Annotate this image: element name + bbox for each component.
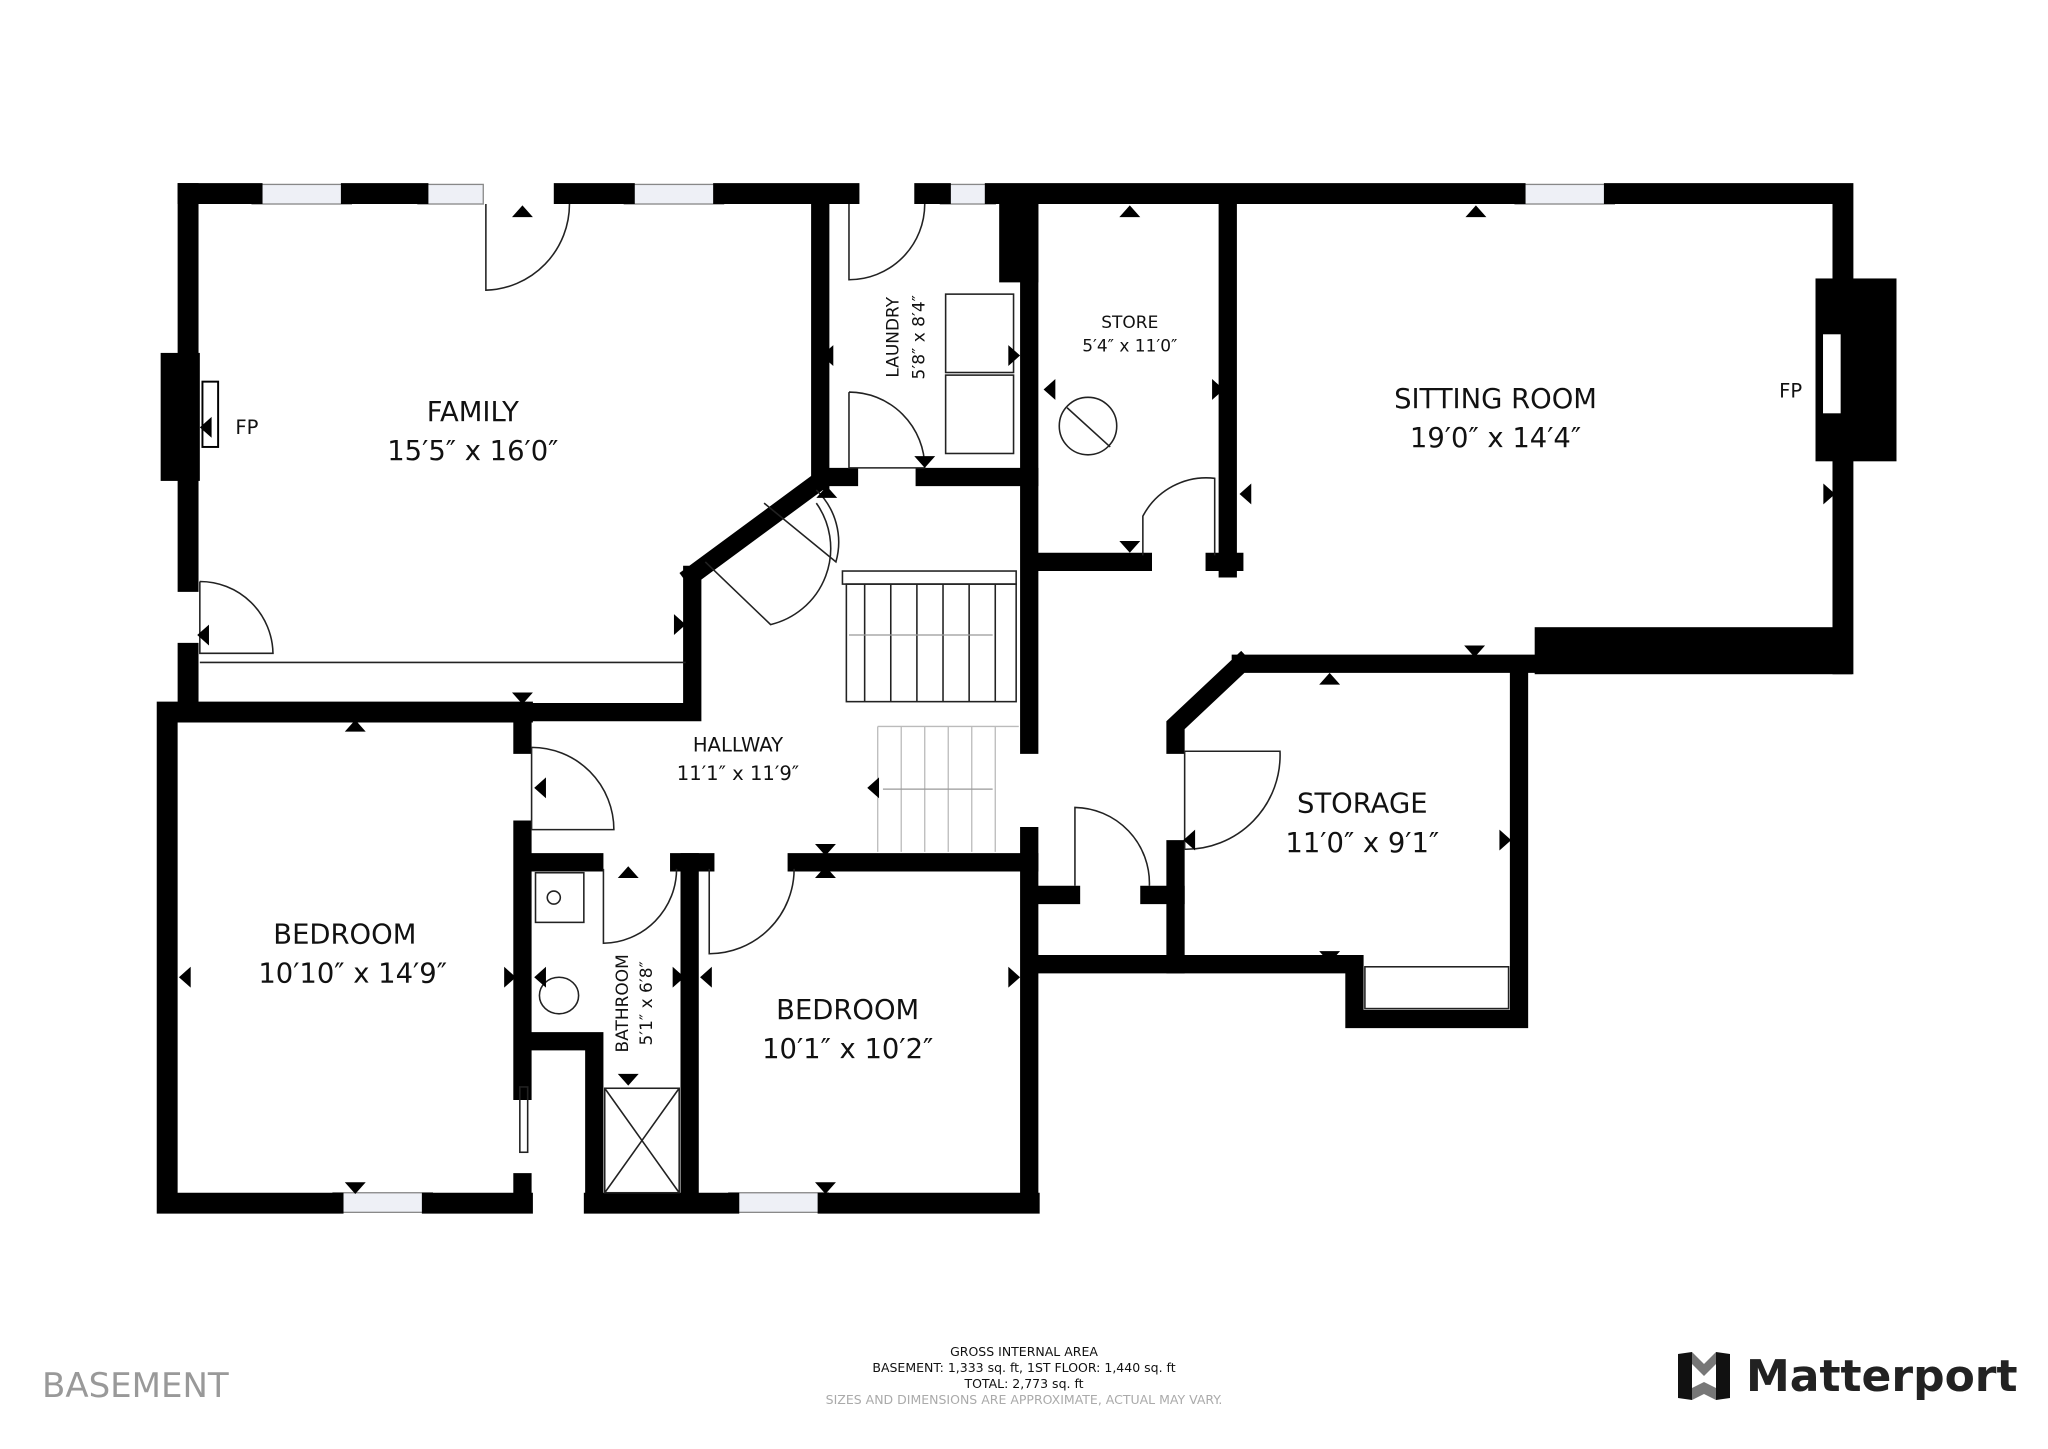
floor-name: BASEMENT — [42, 1366, 229, 1406]
room-name-bedroom-2: BEDROOM — [776, 995, 919, 1026]
stairs-lower — [877, 725, 1019, 852]
room-size-sitting: 19′0″ x 14′4″ — [1410, 423, 1581, 454]
fixtures — [199, 204, 1510, 1194]
brand-name: Matterport — [1746, 1350, 2018, 1402]
disclaimer: SIZES AND DIMENSIONS ARE APPROXIMATE, AC… — [825, 1392, 1223, 1407]
room-name-laundry: LAUNDRY — [884, 296, 904, 377]
room-name-family: FAMILY — [427, 397, 519, 428]
room-name-sitting: SITTING ROOM — [1394, 384, 1597, 415]
room-name-hallway: HALLWAY — [693, 733, 783, 756]
matterport-logo: Matterport — [1676, 1348, 2018, 1404]
room-size-family: 15′5″ x 16′0″ — [387, 436, 558, 467]
area-heading: GROSS INTERNAL AREA — [950, 1344, 1098, 1359]
dimension-markers — [178, 205, 1836, 1195]
room-size-bedroom-1: 10′10″ x 14′9″ — [258, 958, 447, 989]
room-name-bedroom-1: BEDROOM — [273, 919, 416, 950]
walls — [156, 183, 1897, 1214]
room-name-bathroom: BATHROOM — [613, 954, 633, 1052]
room-labels: FAMILY 15′5″ x 16′0″ STORE 5′4″ x 11′0″ … — [235, 295, 1802, 1065]
room-size-storage: 11′0″ x 9′1″ — [1285, 828, 1439, 859]
matterport-logo-icon — [1678, 1352, 1730, 1400]
stairs-upper — [845, 583, 1017, 703]
area-breakdown: BASEMENT: 1,333 sq. ft, 1ST FLOOR: 1,440… — [872, 1360, 1176, 1375]
fireplace-left — [160, 352, 200, 481]
area-summary: GROSS INTERNAL AREA BASEMENT: 1,333 sq. … — [0, 1344, 2048, 1408]
room-size-laundry: 5′8″ x 8′4″ — [910, 295, 930, 379]
room-size-hallway: 11′1″ x 11′9″ — [677, 762, 799, 785]
room-name-storage: STORAGE — [1297, 789, 1427, 820]
room-size-bathroom: 5′1″ x 6′8″ — [637, 961, 657, 1045]
area-total: TOTAL: 2,773 sq. ft — [964, 1376, 1084, 1391]
fireplace-label-right: FP — [1779, 379, 1802, 402]
room-size-store: 5′4″ x 11′0″ — [1082, 337, 1177, 357]
fireplace-label-left: FP — [235, 416, 258, 439]
room-name-store: STORE — [1101, 313, 1158, 333]
room-size-bedroom-2: 10′1″ x 10′2″ — [762, 1034, 933, 1065]
